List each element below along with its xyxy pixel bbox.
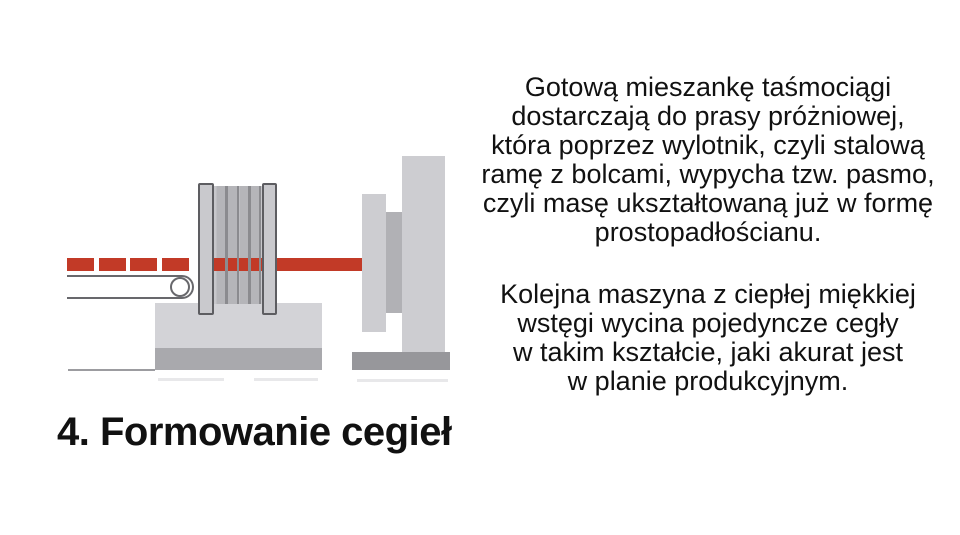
clay-strip [214, 257, 362, 271]
text-line: w planie produkcyjnym. [567, 366, 849, 396]
press-base [352, 351, 450, 370]
text-line: dostarczają do prasy próżniowej, [511, 101, 905, 131]
text-line: ramę z bolcami, wypycha tzw. pasmo, [481, 159, 935, 189]
press-piston [386, 212, 402, 313]
brick-forming-illustration [0, 0, 470, 400]
text-line: wstęgi wycina pojedyncze cegły [517, 308, 899, 338]
text-line: czyli masę ukształtowaną już w formę [482, 188, 934, 218]
press-outlet-plate [362, 194, 386, 332]
ground-line [68, 368, 155, 371]
base-shadow [158, 377, 224, 381]
text-line: Gotową mieszankę taśmociągi [524, 72, 892, 102]
text-line: prostopadłościanu. [594, 217, 822, 247]
base-shadow [254, 377, 318, 381]
cutter-wire [225, 186, 228, 304]
text-line: Kolejna maszyna z ciepłej miękkiej [500, 279, 916, 309]
conveyor-roller [170, 276, 190, 297]
cutter-wire [236, 186, 239, 304]
press-column [402, 156, 445, 352]
text-line: która poprzez wylotnik, czyli stalową [491, 130, 925, 160]
cutter-wire [248, 186, 251, 304]
brick-segment [67, 257, 94, 271]
cutter-wire [258, 186, 261, 304]
cutter-left-pillar [198, 183, 214, 315]
cutter-base-upper [155, 303, 322, 348]
slide-title: 4. Formowanie cegieł [57, 410, 452, 454]
text-line: w takim kształcie, jaki akurat jest [512, 337, 904, 367]
base-shadow [357, 378, 448, 382]
brick-segment [161, 257, 189, 271]
cutter-base-lower [155, 347, 322, 370]
paragraph-2: Kolejna maszyna z ciepłej miękkiej wstęg… [458, 280, 958, 396]
description-text: Gotową mieszankę taśmociągi dostarczają … [458, 73, 958, 396]
cutter-right-pillar [261, 183, 277, 315]
paragraph-1: Gotową mieszankę taśmociągi dostarczają … [458, 73, 958, 247]
brick-segment [98, 257, 126, 271]
brick-segment [130, 257, 157, 271]
